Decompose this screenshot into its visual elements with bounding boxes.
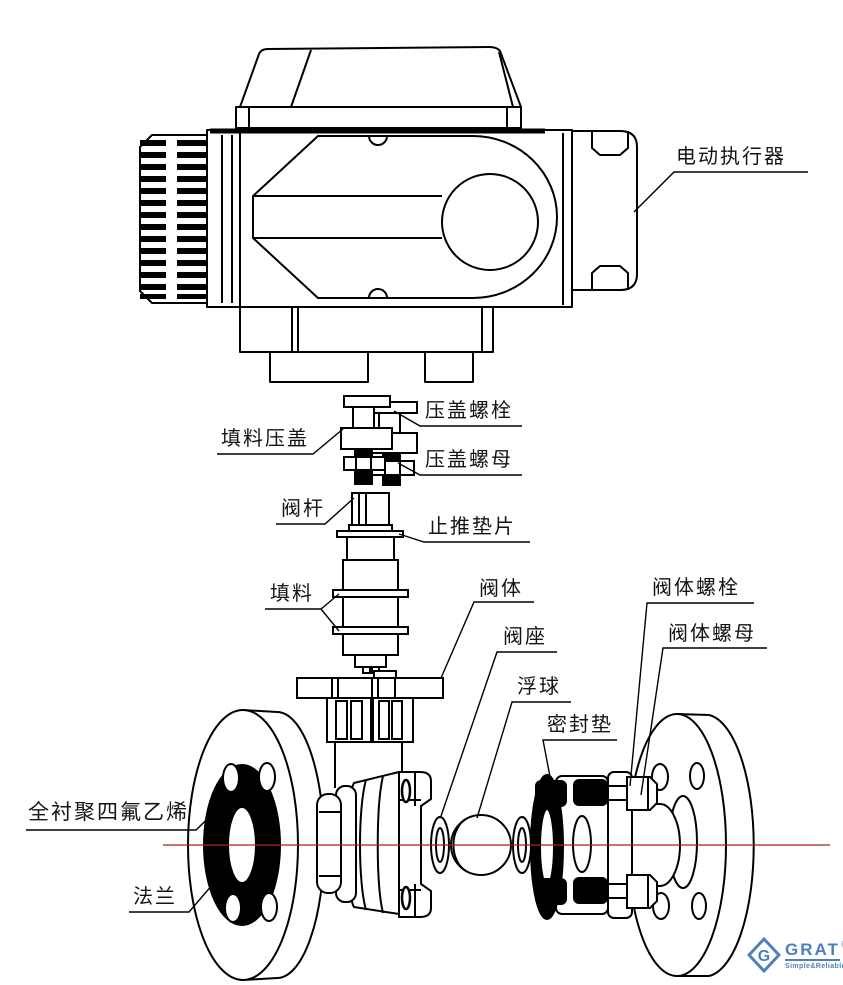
- valve-body-drawing: [316, 771, 432, 918]
- actuator-shaft-circle: [441, 173, 539, 271]
- label-floating-ball: 浮球: [517, 676, 561, 698]
- label-valve-stem: 阀杆: [281, 498, 325, 520]
- brand-logo: G GRAT ® Simple&Reliable: [747, 937, 843, 973]
- heat-sink-fins: [139, 134, 233, 304]
- registered-mark: ®: [841, 940, 843, 949]
- body-bolts-drawing: [535, 776, 658, 909]
- brand-name: GRAT: [785, 939, 840, 961]
- label-thrust-washer: 止推垫片: [428, 516, 516, 538]
- label-valve-body: 阀体: [479, 578, 523, 600]
- label-body-bolt: 阀体螺栓: [652, 577, 740, 599]
- label-ptfe-lining: 全衬聚四氟乙烯: [28, 801, 189, 824]
- leader-lines: [26, 171, 808, 913]
- label-packing: 填料: [270, 583, 314, 605]
- label-valve-seat: 阀座: [503, 626, 547, 648]
- label-gasket: 密封垫: [547, 714, 613, 736]
- grat-monogram: G: [758, 948, 770, 965]
- packing-ring-lower: [332, 626, 409, 635]
- label-body-nut: 阀体螺母: [668, 623, 756, 645]
- label-packing-gland: 填料压盖: [221, 428, 309, 450]
- gland-assembly-drawing: [340, 395, 418, 486]
- packing-ring-upper: [332, 589, 409, 598]
- label-flange: 法兰: [133, 886, 177, 908]
- brand-tagline: Simple&Reliable: [785, 962, 843, 970]
- grat-diamond-icon: G: [747, 937, 781, 973]
- yoke-drawing: [296, 670, 444, 788]
- actuator-end-cap: [571, 130, 638, 291]
- label-gland-nut: 压盖螺母: [425, 449, 513, 471]
- actuator-drawing: [139, 46, 638, 383]
- label-electric-actuator: 电动执行器: [676, 146, 786, 168]
- stem-drawing: [332, 492, 409, 674]
- label-gland-bolt: 压盖螺栓: [425, 400, 513, 422]
